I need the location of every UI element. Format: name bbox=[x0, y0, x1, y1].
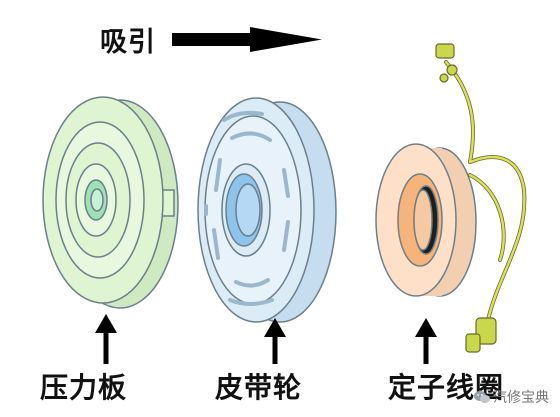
attract-arrow bbox=[172, 27, 322, 52]
pressure-plate-illustration bbox=[42, 96, 179, 309]
pulley-label: 皮带轮 bbox=[215, 371, 303, 404]
watermark-text: 汽修宝典 bbox=[493, 390, 549, 406]
arrow-pulley bbox=[264, 318, 286, 364]
attract-label: 吸引 bbox=[100, 27, 156, 58]
pulley-illustration bbox=[197, 97, 337, 323]
stator-coil-illustration bbox=[375, 143, 477, 297]
wire-connector-top bbox=[435, 43, 458, 83]
watermark: 汽修宝典 bbox=[474, 387, 549, 407]
arrow-stator-coil bbox=[415, 318, 437, 364]
wechat-icon bbox=[474, 391, 490, 403]
pressure-plate-label: 压力板 bbox=[40, 371, 128, 404]
arrow-pressure-plate bbox=[95, 314, 117, 364]
wire-connector-bottom bbox=[465, 317, 497, 353]
